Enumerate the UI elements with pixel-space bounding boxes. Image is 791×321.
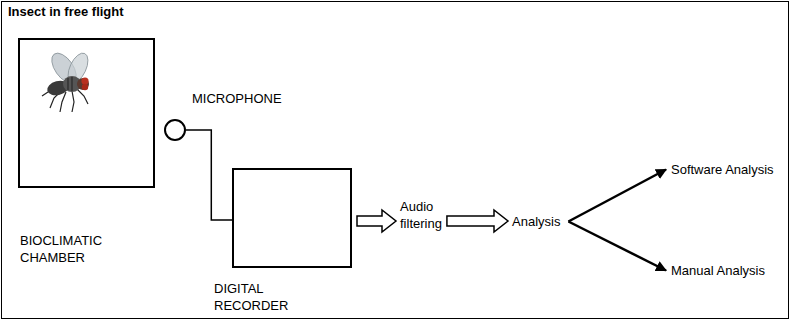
branch-arrow (568, 222, 666, 271)
microphone-cable (186, 130, 232, 220)
node-label: Analysis (512, 213, 560, 230)
fly-illustration (42, 49, 92, 112)
step-label: Analysis (512, 213, 560, 230)
recorder-box: DIGITAL RECORDER (232, 168, 352, 268)
hollow-arrow (357, 210, 396, 232)
output-label: Manual Analysis (671, 262, 765, 279)
chamber-box: BIOCLIMATIC CHAMBER (18, 38, 155, 188)
microphone-symbol: MICROPHONE (164, 119, 186, 141)
hollow-arrow (447, 210, 508, 232)
node-label: BIOCLIMATIC CHAMBER (20, 232, 130, 266)
node-label: MICROPHONE (192, 90, 302, 107)
branch-arrow (568, 170, 666, 222)
node-label: Manual Analysis (671, 262, 765, 279)
figure-title: Insect in free flight (8, 4, 124, 19)
node-label: Audio filtering (400, 198, 460, 232)
node-label: Software Analysis (671, 161, 774, 178)
node-label: DIGITAL RECORDER (214, 280, 324, 314)
output-label: Software Analysis (671, 161, 774, 178)
step-label: Audio filtering (400, 198, 460, 232)
